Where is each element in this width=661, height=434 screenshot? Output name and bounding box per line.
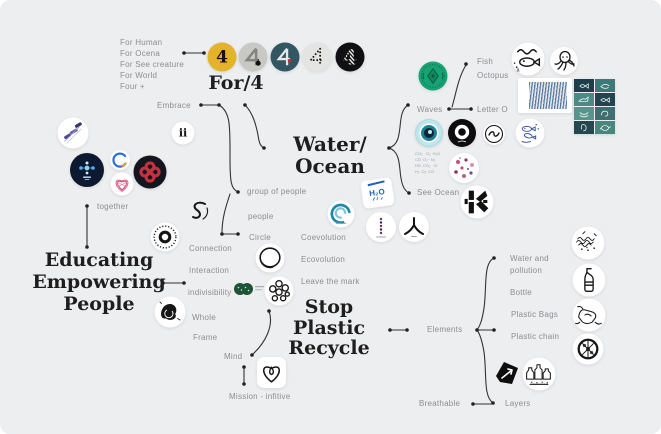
glitch-mark-icon [460, 185, 494, 219]
label-octopus: Octopus [477, 71, 509, 80]
label-layers: Layers [505, 399, 531, 408]
four-dotted-icon [302, 42, 332, 72]
plastic-bags-icon [572, 298, 606, 332]
for4-option: For Human [120, 38, 163, 47]
pollution-scribble-icon [571, 226, 605, 260]
bottle-outline-icon [572, 263, 606, 297]
label-see-ocean: See Ocean [417, 188, 460, 197]
purple-abstract-icon [57, 117, 89, 149]
four-silver-icon [238, 42, 268, 72]
label-frame: Frame [193, 333, 218, 342]
green-pills-icon [233, 280, 267, 298]
label-embrace: Embrace [157, 101, 191, 110]
bottles-doodle-icon [522, 357, 556, 391]
label-ecovolution: Ecovolution [301, 255, 346, 264]
label-plastic-bags: Plastic Bags [511, 310, 559, 319]
title-for4: For/4 [208, 72, 264, 94]
title-educating-empowering-people: Educating Empowering People [32, 249, 166, 315]
label-plastic-chain: Plastic chain [511, 332, 560, 341]
sketch-circle-icon [255, 243, 285, 273]
for4-option: For Ocena [120, 49, 161, 58]
person-glyph-icon [399, 212, 429, 242]
label-coevolution: Coevolution [301, 233, 346, 242]
ring-cluster-icon [264, 276, 294, 306]
label-water-and-pollution: Water and pollution [510, 254, 549, 275]
label-mission-infitive: Mission - infitive [229, 392, 291, 401]
c-swirl-icon [110, 150, 130, 170]
octopus-doodle-icon [550, 47, 578, 75]
stamp-ring-icon [150, 222, 180, 252]
label-waves: Waves [417, 105, 443, 114]
heart-drop-icon [257, 357, 286, 388]
wave-glyph-icon [483, 123, 505, 145]
label-circle: Circle [249, 233, 271, 242]
red-clover-icon [133, 155, 167, 189]
label-together: together [97, 202, 129, 211]
label-mind: Mind [224, 352, 243, 361]
floral-pattern-icon [449, 153, 479, 183]
label-fish: Fish [477, 57, 494, 66]
label-interaction: Interaction [189, 266, 230, 275]
ink-blob-icon [154, 296, 186, 328]
waves-texture-image [518, 78, 572, 113]
fish-sketch-icon [515, 118, 545, 148]
eye-circle-icon [415, 119, 443, 147]
title-stop-plastic-recycle: Stop Plastic Recycle [288, 296, 370, 359]
four-striped-icon: 4 [335, 42, 365, 72]
fish-doodle-icon: a [511, 42, 545, 76]
label-connection: Connection [189, 244, 232, 253]
for4-option: Four + [120, 82, 145, 91]
for4-options-list: For Human For Ocena For See creature For… [120, 37, 184, 92]
svg-text:a: a [517, 67, 520, 73]
green-crest-icon [418, 61, 448, 91]
plastic-chain-icon [572, 333, 604, 365]
label-breathable: Breathable [419, 399, 461, 408]
for4-option: For See creature [120, 60, 185, 69]
ocean-tiles-image [574, 79, 615, 134]
label-whole: Whole [192, 313, 216, 322]
label-bottle: Bottle [510, 288, 532, 297]
four-slate-icon [270, 42, 300, 72]
label-people: people [248, 212, 274, 221]
label-indivisibility: indivisibility [188, 288, 232, 297]
label-letter-o: Letter O [477, 105, 508, 114]
ii-icon: ii [171, 121, 195, 145]
black-arrow-blob-icon [492, 358, 522, 388]
label-elements: Elements [427, 325, 463, 334]
dotted-line-icon [366, 212, 396, 242]
four-yellow-icon: 4 [207, 42, 237, 72]
letter-o-black-icon [448, 119, 476, 147]
h2o-card-icon: H₂O [360, 176, 395, 210]
navy-dots-icon [70, 153, 104, 187]
h2o-text: H₂O [369, 187, 386, 198]
for4-option: For World [120, 71, 158, 80]
title-water-ocean: Water/ Ocean [293, 132, 367, 178]
heart-lines-icon [110, 172, 134, 196]
svg-text:4: 4 [343, 45, 357, 69]
s-curve-icon [189, 200, 211, 222]
label-group-of-people: group of people [247, 187, 307, 196]
label-leave-the-mark: Leave the mark [301, 277, 360, 286]
coevolution-swirl-icon [327, 200, 355, 228]
